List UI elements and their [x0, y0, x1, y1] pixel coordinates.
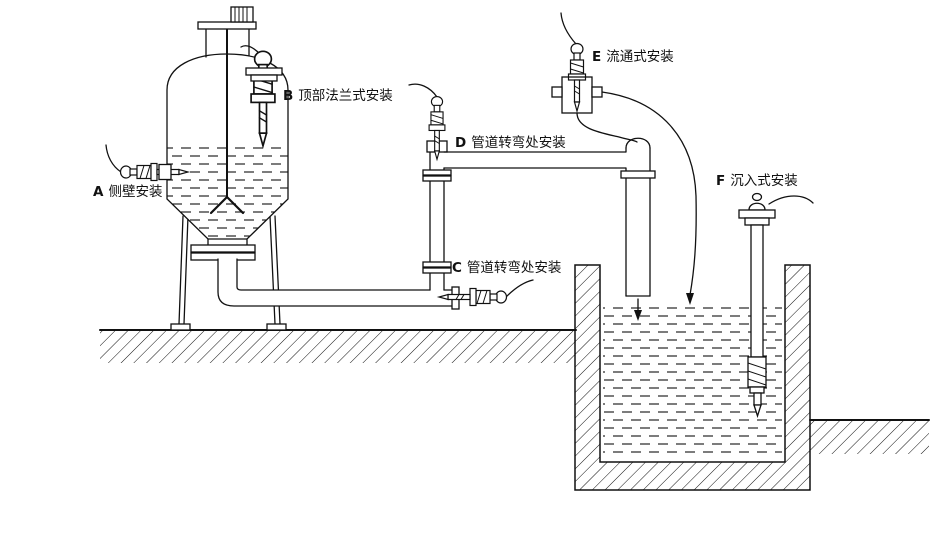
- installation-d-pipe-bend: [408, 83, 446, 160]
- sensor-b-flange: [245, 67, 283, 76]
- flow-cell-outlet: [591, 86, 603, 98]
- standpipe: [620, 137, 656, 297]
- tank-foot-right: [266, 323, 287, 331]
- ground-right: [809, 419, 930, 454]
- sensor-f-tube: [750, 224, 764, 358]
- pit-basin: [574, 264, 811, 491]
- standpipe-outflow-arrow: [634, 298, 642, 321]
- sensor-c-cable: [505, 279, 534, 298]
- drive-motor: [230, 6, 254, 23]
- installation-f-submersible: [738, 192, 814, 419]
- tank-outlet-flange: [190, 238, 256, 261]
- sensor-a-wall-gland: [158, 163, 172, 181]
- tank-liquid: [167, 142, 288, 239]
- agitator: [209, 28, 245, 215]
- sensor-a-cable: [105, 144, 122, 173]
- agitator-blades: [209, 195, 245, 215]
- pipe-top-edge: [236, 258, 431, 291]
- installation-c-pipe-bend: [438, 279, 534, 307]
- sensor-f-cable: [768, 195, 814, 205]
- sensor-f-cap: [748, 202, 766, 211]
- standpipe-dome: [625, 137, 651, 149]
- pipe-run: [217, 137, 656, 321]
- arrow-down-icon: [686, 293, 694, 305]
- installation-b-top-flange: [240, 45, 283, 147]
- flow-cell-inlet: [551, 86, 563, 98]
- tank-foot-left: [170, 323, 191, 331]
- installation-e-flow-through: [551, 12, 697, 305]
- ground-left-hatch: [100, 331, 576, 363]
- pipe-bottom-edge: [217, 258, 457, 307]
- sensor-f-flange: [738, 209, 776, 219]
- sensor-f-tip: [753, 404, 762, 419]
- arrow-down-icon: [634, 310, 642, 321]
- tank-top-structure: [197, 6, 257, 58]
- top-flange-plate: [197, 21, 257, 30]
- sensor-d-cable: [408, 83, 438, 98]
- ground-right-hatch: [810, 421, 929, 454]
- pit-walls: [574, 264, 811, 491]
- standpipe-collar: [620, 170, 656, 179]
- ground-left: [99, 329, 577, 363]
- sensor-e-cable: [560, 12, 577, 45]
- riser-flange-bottom: [422, 261, 452, 268]
- sensor-f-knob: [751, 192, 763, 202]
- installation-a-side-wall: [105, 144, 189, 182]
- flow-cell-feed-tube: [576, 112, 638, 143]
- flow-cell-discharge-tube: [601, 91, 697, 296]
- riser-flange-top: [422, 169, 452, 176]
